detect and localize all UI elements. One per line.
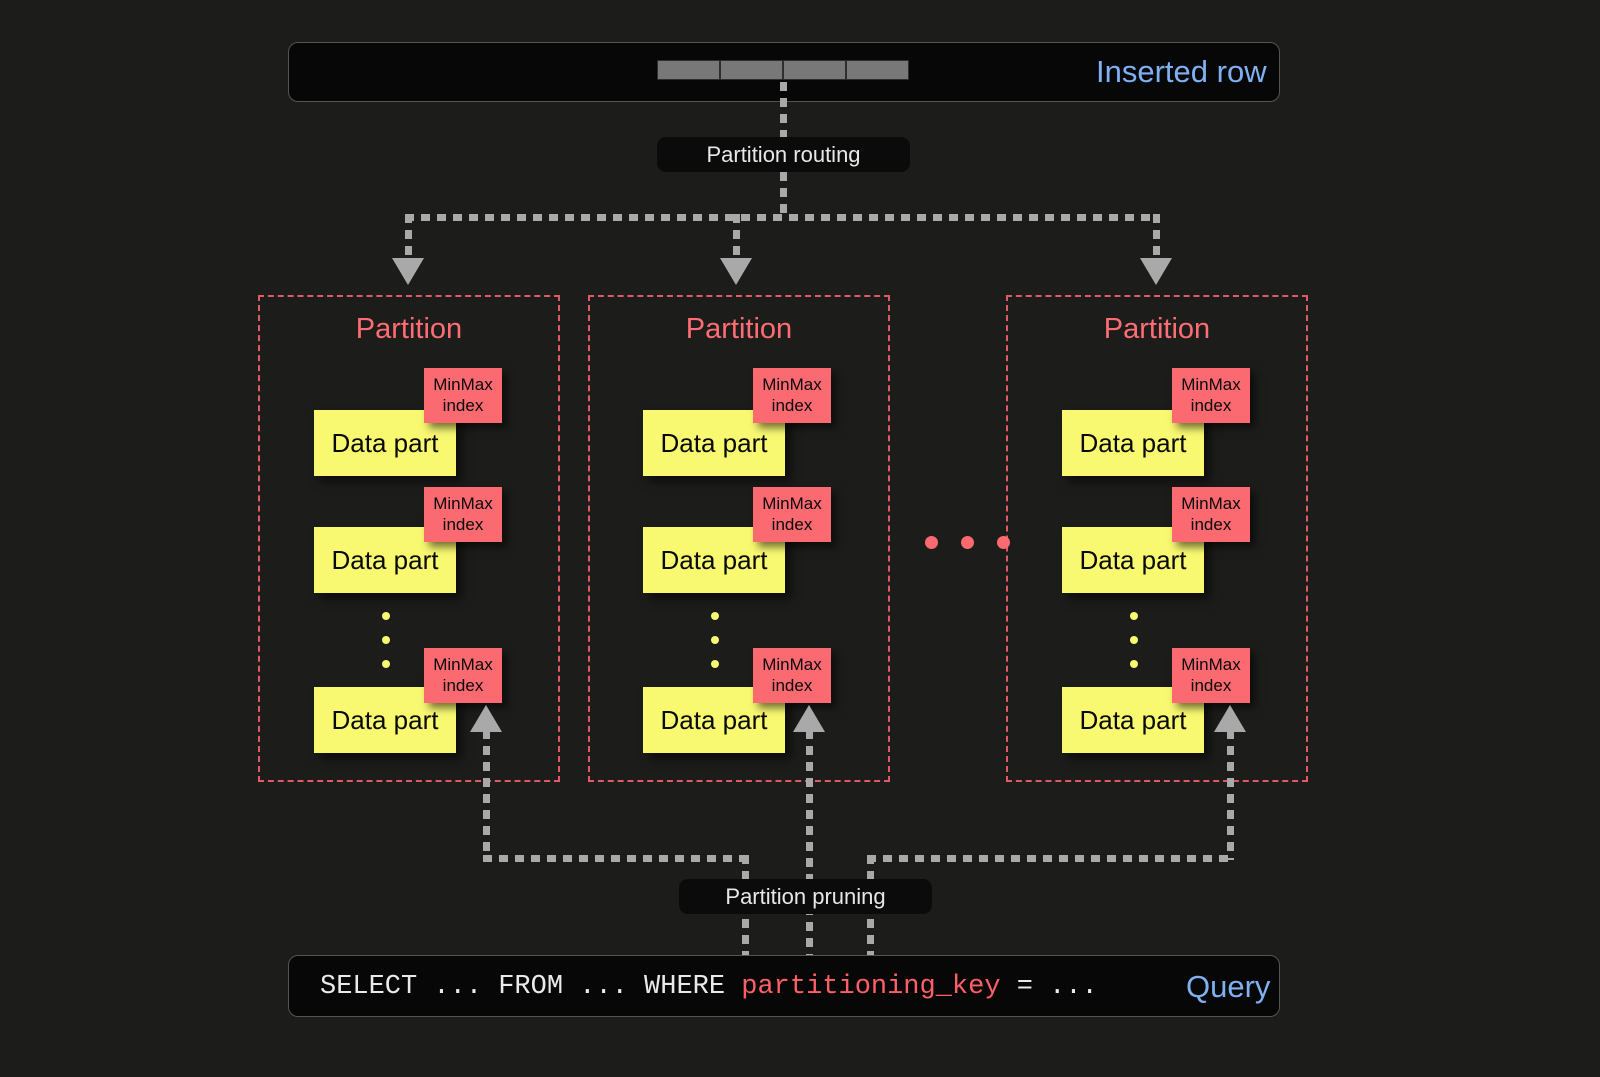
- fanout-bus: [405, 214, 1160, 221]
- minmax-index-box: MinMax index: [424, 368, 502, 423]
- fanout-leg-3: [1153, 214, 1160, 262]
- pruning-bus-right: [867, 855, 1234, 862]
- data-part: Data part: [1062, 687, 1204, 753]
- query-bar: [288, 955, 1280, 1017]
- minmax-line-1: MinMax: [433, 494, 493, 514]
- query-prefix: SELECT ... FROM ... WHERE: [320, 972, 742, 1002]
- minmax-line-2: index: [771, 675, 813, 695]
- pruning-arrow-1: [470, 705, 502, 732]
- query-label: Query: [1186, 969, 1271, 1004]
- fanout-leg-2: [733, 214, 740, 262]
- pruning-leg-2: [806, 730, 813, 955]
- minmax-line-2: index: [442, 395, 484, 415]
- row-cell: [657, 60, 720, 80]
- query-text: SELECT ... FROM ... WHERE partitioning_k…: [320, 972, 1098, 1002]
- data-part-label: Data part: [660, 704, 768, 735]
- minmax-line-2: index: [771, 514, 813, 534]
- pruning-arrow-3: [1214, 705, 1246, 732]
- minmax-index-box: MinMax index: [753, 487, 831, 542]
- connector-row-to-routing: [780, 82, 787, 138]
- connector-routing-to-fanout: [780, 172, 787, 220]
- minmax-index-box: MinMax index: [753, 648, 831, 703]
- partition-pruning-box: Partition pruning: [679, 879, 932, 914]
- pruning-bus-left: [483, 855, 746, 862]
- data-part-label: Data part: [1079, 544, 1187, 575]
- partitions-ellipsis: [925, 536, 1033, 549]
- partition-title: Partition: [355, 313, 463, 345]
- minmax-line-2: index: [1190, 395, 1232, 415]
- fanout-arrow-2: [720, 258, 752, 285]
- pruning-leg-3: [1227, 730, 1234, 860]
- pruning-arrow-2: [793, 705, 825, 732]
- partition-container-1: Partition: [258, 295, 560, 782]
- minmax-line-1: MinMax: [762, 655, 822, 675]
- data-part-label: Data part: [1079, 704, 1187, 735]
- inserted-row-label: Inserted row: [1096, 54, 1267, 89]
- data-part-label: Data part: [331, 704, 439, 735]
- minmax-index-box: MinMax index: [1172, 487, 1250, 542]
- partition-title: Partition: [1103, 313, 1211, 345]
- fanout-arrow-1: [392, 258, 424, 285]
- minmax-index-box: MinMax index: [753, 368, 831, 423]
- data-part-label: Data part: [331, 427, 439, 458]
- row-cell: [783, 60, 846, 80]
- minmax-line-1: MinMax: [433, 375, 493, 395]
- partition-title: Partition: [685, 313, 793, 345]
- row-cell: [846, 60, 909, 80]
- minmax-line-2: index: [771, 395, 813, 415]
- minmax-line-1: MinMax: [1181, 655, 1241, 675]
- data-part-label: Data part: [331, 544, 439, 575]
- query-suffix: = ...: [1000, 972, 1098, 1002]
- inserted-row-cells: [657, 60, 909, 80]
- minmax-index-box: MinMax index: [424, 487, 502, 542]
- row-cell: [720, 60, 783, 80]
- data-part: Data part: [1062, 527, 1204, 593]
- minmax-line-1: MinMax: [433, 655, 493, 675]
- fanout-leg-1: [405, 214, 412, 262]
- minmax-line-2: index: [1190, 514, 1232, 534]
- minmax-line-2: index: [442, 675, 484, 695]
- minmax-line-1: MinMax: [762, 375, 822, 395]
- partition-routing-box: Partition routing: [657, 137, 910, 172]
- minmax-index-box: MinMax index: [1172, 648, 1250, 703]
- minmax-line-2: index: [1190, 675, 1232, 695]
- fanout-arrow-3: [1140, 258, 1172, 285]
- minmax-line-1: MinMax: [1181, 494, 1241, 514]
- partition-container-2: Partition: [588, 295, 890, 782]
- data-part-ellipsis: [1130, 612, 1138, 684]
- data-part: Data part: [314, 410, 456, 476]
- minmax-index-box: MinMax index: [1172, 368, 1250, 423]
- data-part-label: Data part: [660, 427, 768, 458]
- minmax-index-box: MinMax index: [424, 648, 502, 703]
- query-partitioning-key: partitioning_key: [741, 972, 1001, 1002]
- minmax-line-1: MinMax: [1181, 375, 1241, 395]
- minmax-line-2: index: [442, 514, 484, 534]
- pruning-leg-1: [483, 730, 490, 860]
- minmax-line-1: MinMax: [762, 494, 822, 514]
- data-part-label: Data part: [1079, 427, 1187, 458]
- data-part-label: Data part: [660, 544, 768, 575]
- data-part-ellipsis: [382, 612, 390, 684]
- data-part-ellipsis: [711, 612, 719, 684]
